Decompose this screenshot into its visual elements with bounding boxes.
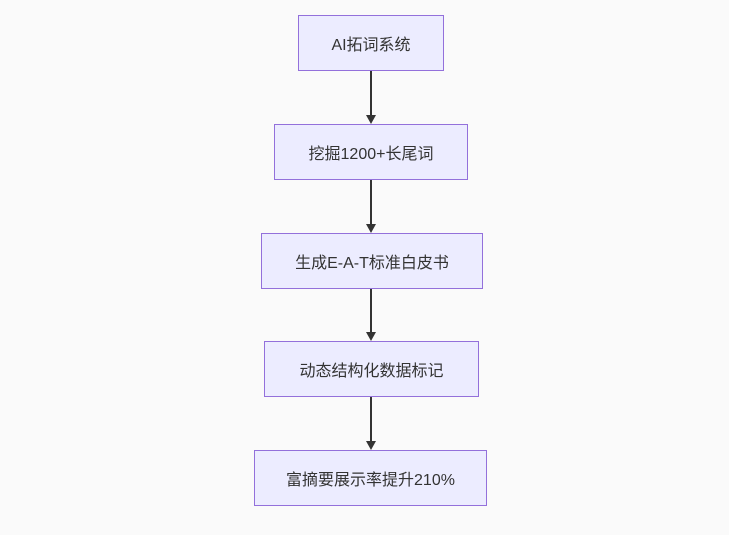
flow-node-structured-data-markup: 动态结构化数据标记 xyxy=(264,341,479,397)
arrow-line xyxy=(370,289,372,332)
flow-node-ai-word-expansion: AI拓词系统 xyxy=(298,15,444,71)
arrow-line xyxy=(370,71,372,115)
flow-edge xyxy=(362,71,380,124)
flow-node-label: 富摘要展示率提升210% xyxy=(286,472,455,489)
flow-node-eat-whitepaper: 生成E-A-T标准白皮书 xyxy=(261,233,483,289)
arrow-down-icon xyxy=(366,115,376,124)
arrow-line xyxy=(370,397,372,441)
flow-node-label: AI拓词系统 xyxy=(331,37,411,54)
flow-edge xyxy=(362,289,380,341)
arrow-down-icon xyxy=(366,441,376,450)
arrow-down-icon xyxy=(366,332,376,341)
arrow-down-icon xyxy=(366,224,376,233)
flow-edge xyxy=(362,180,380,233)
flow-edge xyxy=(362,397,380,450)
arrow-line xyxy=(370,180,372,224)
flow-node-label: 生成E-A-T标准白皮书 xyxy=(295,255,449,272)
flow-node-label: 动态结构化数据标记 xyxy=(299,363,444,380)
flow-node-longtail-mining: 挖掘1200+长尾词 xyxy=(274,124,468,180)
flow-node-label: 挖掘1200+长尾词 xyxy=(308,146,434,163)
flow-node-rich-snippet-result: 富摘要展示率提升210% xyxy=(254,450,487,506)
